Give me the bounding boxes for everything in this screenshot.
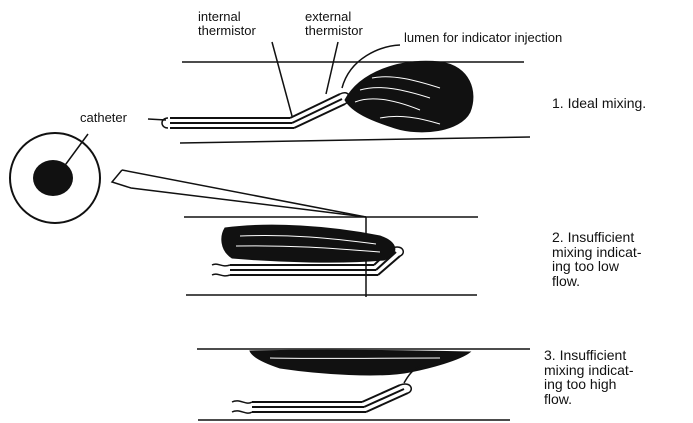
panel-1-caption: 1. Ideal mixing. <box>552 96 646 111</box>
internal-thermistor-label: internal thermistor <box>198 10 256 37</box>
catheter-label: catheter <box>80 111 127 125</box>
external-thermistor-label: external thermistor <box>305 10 363 37</box>
lumen-label: lumen for indicator injection <box>404 31 562 45</box>
panel-3-vessel <box>197 349 530 420</box>
panel-3-caption: 3. Insufficient mixing indicat- ing too … <box>544 348 633 407</box>
catheter-dot <box>33 160 73 196</box>
panel-1-vessel <box>148 42 530 143</box>
cross-section <box>10 133 100 223</box>
expansion-lines <box>112 170 366 217</box>
panel-2-vessel <box>184 217 478 297</box>
panel-2-caption: 2. Insufficient mixing indicat- ing too … <box>552 230 641 289</box>
